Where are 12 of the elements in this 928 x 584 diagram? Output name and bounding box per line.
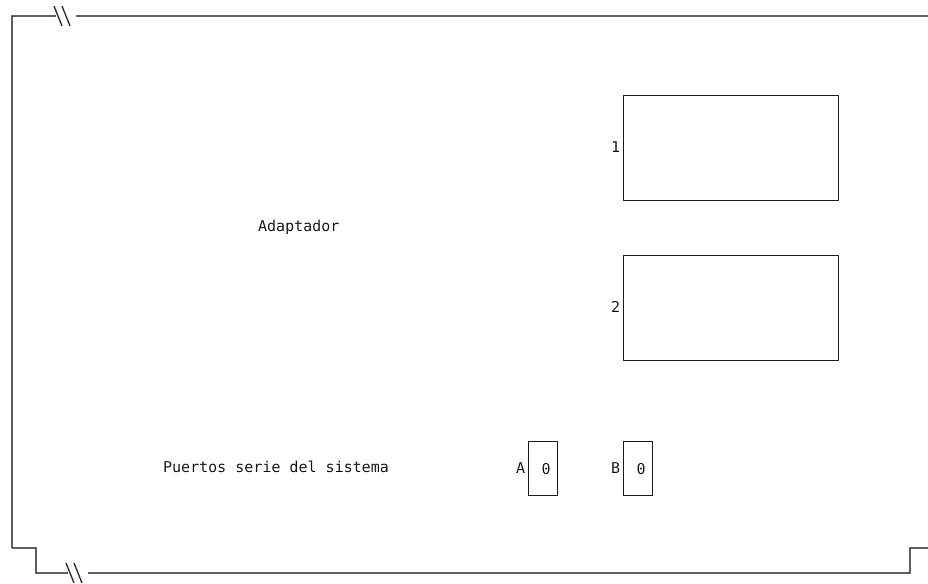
text-label: Adaptador [258,217,340,235]
empty-box [623,255,839,361]
port-box [528,441,558,496]
empty-box [623,95,839,201]
callout-label: 2 [610,298,620,316]
text-label: Puertos serie del sistema [163,458,389,476]
port-box [623,441,653,496]
callout-label: 1 [610,138,620,156]
callout-label: A [516,458,525,476]
port-number: 0 [635,460,646,478]
callout-label: B [610,458,620,476]
port-number: 0 [540,460,551,478]
